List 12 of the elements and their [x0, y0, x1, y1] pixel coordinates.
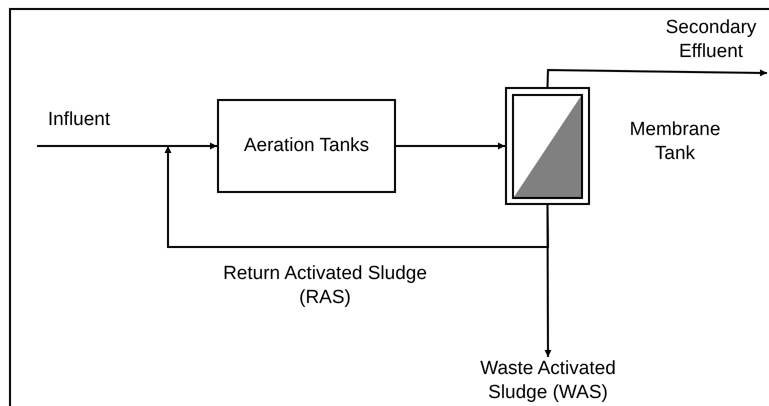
arrow	[544, 205, 552, 357]
tank-label: Membrane Tank	[628, 118, 722, 166]
node-label: Influent	[48, 108, 110, 132]
arrow	[37, 142, 217, 150]
arrow	[546, 68, 768, 88]
arrow	[164, 146, 550, 248]
arrow	[396, 142, 505, 150]
node-label: Secondary Effluent	[664, 16, 758, 64]
process-box	[217, 99, 396, 193]
node-label: Waste Activated Sludge (WAS)	[479, 357, 617, 405]
membrane-tank-drawing	[505, 87, 590, 205]
node-label: Aeration Tanks	[244, 134, 370, 158]
